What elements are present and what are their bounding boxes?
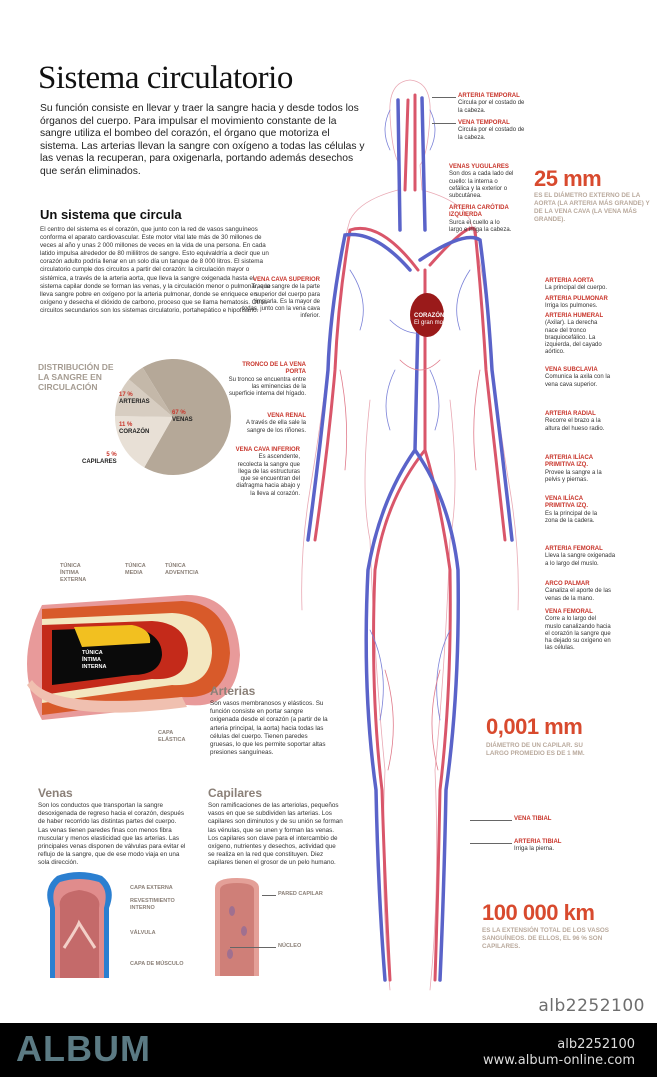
label-arteria-pulmonar: Arteria pulmonarIrriga los pulmones. [545, 296, 608, 310]
fact-text-extension: Es la extensión total de los vasos sangu… [482, 927, 610, 950]
label-vena-cava-inferior: Vena cava inferiorEs ascendente, recolec… [235, 447, 300, 497]
artery-cross-section-illustration [27, 595, 240, 720]
label-vena-porta: Tronco de la vena portaSu tronco se encu… [228, 362, 306, 398]
label-vena-tibial: Vena tibial [514, 816, 552, 822]
venas-heading: Venas [38, 786, 73, 800]
label-capa-elastica: CAPA ELÁSTICA [158, 730, 186, 743]
label-valvula: VÁLVULA [130, 930, 156, 936]
vein-illustration [47, 872, 112, 978]
arterias-heading: Arterias [210, 684, 256, 698]
album-logo: ALBUM [16, 1028, 151, 1069]
capilares-text: Son ramificaciones de las arteriolas, pe… [208, 802, 343, 867]
pie-label-corazon: 11 %CORAZÓN [119, 422, 150, 435]
circulatory-body-illustration [301, 79, 519, 991]
label-vena-femoral: Vena femoralCorre a lo largo del muslo c… [545, 609, 611, 652]
pie-slice-arterias [115, 416, 173, 468]
intro-text: Su función consiste en llevar y traer la… [40, 103, 365, 177]
label-arteria-iliaca: Arteria ilíaca primitiva izq.Provee la s… [545, 455, 602, 483]
fact-value-capilar: 0,001 mm [486, 714, 583, 739]
footer-url[interactable]: www.album-online.com [482, 1053, 635, 1068]
label-arco-palmar: Arco palmarCanaliza el aporte de las ven… [545, 581, 612, 602]
page-title: Sistema circulatorio [38, 60, 293, 96]
pie-slice-venas [142, 359, 231, 475]
pie-label-arterias: 17 %ARTERIAS [119, 392, 150, 405]
arterias-text: Son vasos membranosos y elásticos. Su fu… [210, 700, 328, 757]
label-tunica-intima-externa: TÚNICA ÍNTIMA EXTERNA [60, 563, 87, 583]
label-vena-subclavia: Vena subclaviaComunica la axila con la v… [545, 367, 611, 388]
label-corazon: CorazónEl gran motor. [414, 313, 452, 327]
pie-chart [115, 359, 231, 475]
label-capa-musculo: CAPA DE MÚSCULO [130, 961, 184, 967]
pie-slice-capilares [128, 367, 173, 417]
label-tunica-media: TÚNICA MEDIA [125, 563, 146, 576]
venas-text: Son los conductos que transportan la san… [38, 802, 186, 867]
label-venas-yugulares: Venas yugularesSon dos a cada lado del c… [449, 164, 514, 200]
fact-value-extension: 100 000 km [482, 900, 595, 925]
pie-slice-corazón [115, 379, 173, 417]
section-heading: Un sistema que circula [40, 207, 182, 222]
label-tunica-adventicia: TÚNICA ADVENTICIA [165, 563, 199, 576]
label-arteria-carotida: Arteria carótida izquierdaSurca el cuell… [449, 205, 512, 233]
pie-label-capilares: 5 %CAPILARES [82, 452, 117, 465]
label-tunica-intima-interna: TÚNICA ÍNTIMA INTERNA [82, 650, 107, 670]
watermark-id: alb2252100 [538, 996, 645, 1016]
fact-text-capilar: Diámetro de un capilar. Su largo promedi… [486, 742, 585, 757]
label-arteria-aorta: Arteria aortaLa principal del cuerpo. [545, 278, 608, 292]
label-arteria-femoral: Arteria femoralLleva la sangre oxigenada… [545, 546, 616, 567]
label-capa-externa: CAPA EXTERNA [130, 885, 173, 891]
chart-title: DISTRIBUCIÓN DE LA SANGRE EN CIRCULACIÓN [38, 362, 114, 392]
capilares-heading: Capilares [208, 786, 263, 800]
label-revestimiento-interno: REVESTIMIENTO INTERNO [130, 898, 175, 911]
label-arteria-radial: Arteria radialRecorre el brazo a la altu… [545, 411, 605, 432]
section-text: El centro del sistema es el corazón, que… [40, 226, 271, 314]
label-vena-renal: Vena renalA través de ella sale la sangr… [245, 413, 306, 434]
label-vena-temporal: Vena temporalCircula por el costado de l… [458, 120, 525, 141]
capillary-illustration [215, 878, 259, 976]
label-nucleo: NÚCLEO [278, 943, 302, 949]
footer-id: alb2252100 [557, 1037, 635, 1052]
label-vena-iliaca: Vena ilíaca primitiva izq.Es la principa… [545, 496, 598, 524]
label-arteria-temporal: Arteria temporalCircula por el costado d… [458, 93, 525, 114]
fact-value-aorta: 25 mm [534, 166, 602, 191]
label-pared-capilar: PARED CAPILAR [278, 891, 323, 897]
fact-text-aorta: Es el diámetro externo de la aorta (la a… [534, 192, 650, 223]
label-arteria-humeral: Arteria humeral(Axilar). La derecha nace… [545, 313, 604, 356]
label-vena-cava-superior: Vena cava superiorTrae la sangre de la p… [242, 277, 320, 320]
pie-label-venas: 67 %VENAS [172, 410, 193, 423]
footer-bar [0, 1023, 657, 1077]
label-arteria-tibial: Arteria tibialIrriga la pierna. [514, 839, 562, 853]
